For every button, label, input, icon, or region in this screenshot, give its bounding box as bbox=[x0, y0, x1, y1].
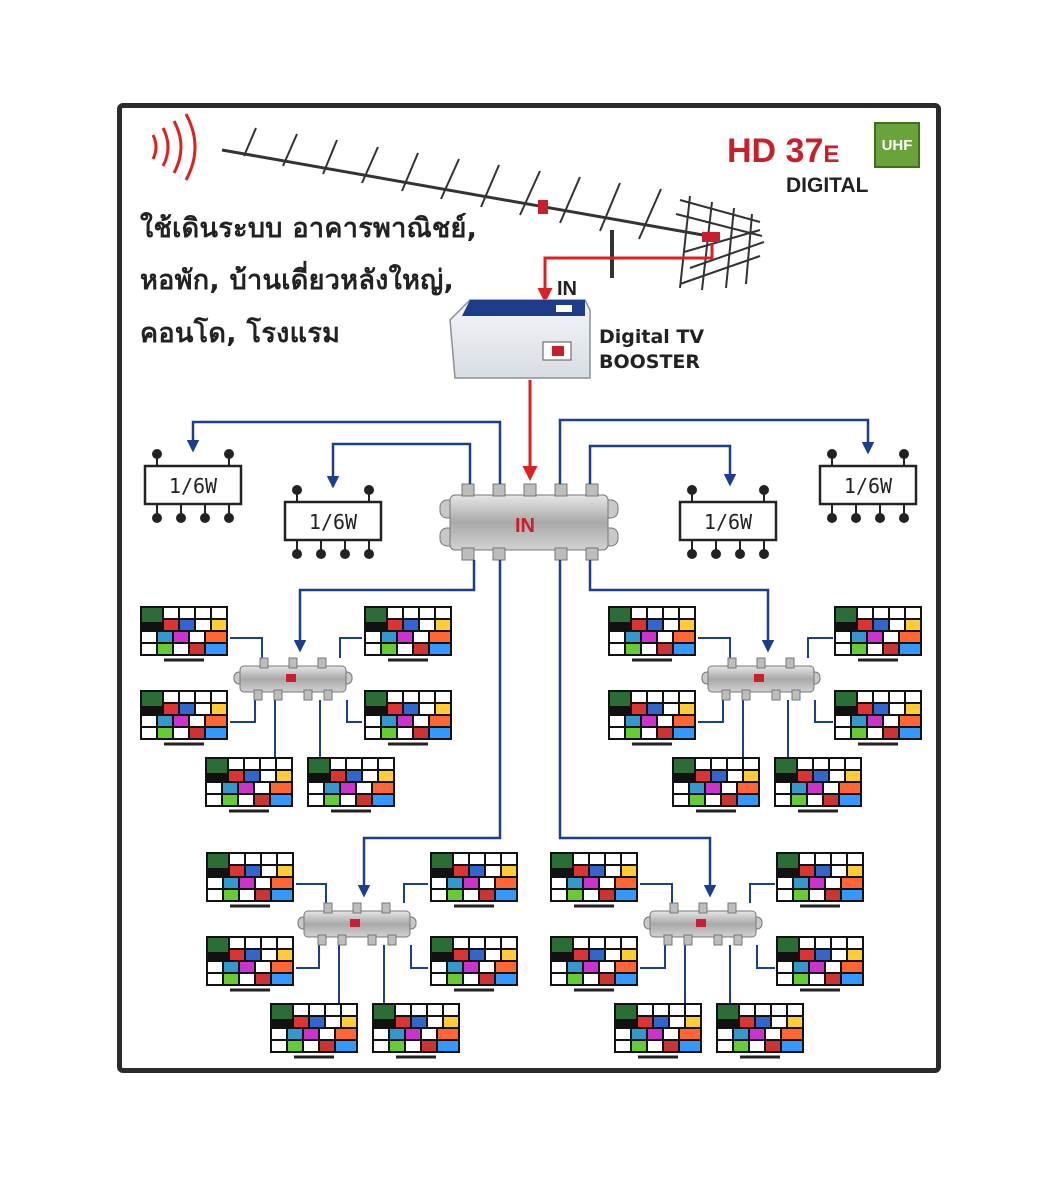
splitter-feed-cables bbox=[293, 560, 775, 898]
tv-13 bbox=[204, 850, 296, 908]
tv-9 bbox=[606, 688, 698, 746]
tv-2 bbox=[362, 604, 454, 662]
diagram-frame bbox=[117, 103, 941, 1073]
tv-22 bbox=[774, 934, 866, 992]
booster-amplifier bbox=[449, 299, 591, 379]
heading-line-2: หอพัก, บ้านเดี่ยวหลังใหญ่, bbox=[140, 265, 455, 296]
tv-8 bbox=[832, 604, 924, 662]
tv-10 bbox=[832, 688, 924, 746]
tv-6 bbox=[305, 755, 397, 813]
tv-21 bbox=[548, 934, 640, 992]
tv-17 bbox=[268, 1001, 360, 1059]
svg-text:1/6W: 1/6W bbox=[844, 474, 893, 498]
svg-text:1/6W: 1/6W bbox=[704, 510, 753, 534]
sub-splitter-4 bbox=[643, 902, 763, 946]
tv-24 bbox=[714, 1001, 806, 1059]
main-splitter: IN bbox=[439, 483, 619, 561]
main-splitter-label: IN bbox=[515, 515, 535, 537]
tv-5 bbox=[203, 755, 295, 813]
tap-4: 1/6W bbox=[818, 447, 918, 525]
sub-splitter-1 bbox=[233, 657, 353, 701]
sub-splitter-2 bbox=[701, 657, 821, 701]
tv-19 bbox=[548, 850, 640, 908]
tv-15 bbox=[204, 934, 296, 992]
tv-11 bbox=[670, 755, 762, 813]
heading-line-3: คอนโด, โรงแรม bbox=[140, 318, 341, 349]
sub-splitter-3 bbox=[297, 902, 417, 946]
tv-3 bbox=[138, 688, 230, 746]
tv-23 bbox=[612, 1001, 704, 1059]
tv-18 bbox=[370, 1001, 462, 1059]
booster-name-line-2: BOOSTER bbox=[599, 351, 701, 373]
tv-20 bbox=[774, 850, 866, 908]
antenna-icon bbox=[221, 127, 765, 291]
product-type: DIGITAL bbox=[786, 174, 869, 197]
tv-drop-cables bbox=[230, 637, 833, 1005]
tap-1: 1/6W bbox=[143, 447, 243, 525]
tv-7 bbox=[606, 604, 698, 662]
heading-line-1: ใช้เดินระบบ อาคารพาณิชย์, bbox=[140, 213, 478, 244]
tv-12 bbox=[772, 755, 864, 813]
tv-16 bbox=[428, 934, 520, 992]
tv-1 bbox=[138, 604, 230, 662]
tap-3: 1/6W bbox=[678, 483, 778, 561]
tv-4 bbox=[362, 688, 454, 746]
tap-feed-cables bbox=[186, 418, 875, 489]
uhf-badge: UHF bbox=[874, 122, 920, 168]
antenna-feed-cable bbox=[537, 244, 714, 303]
tv-14 bbox=[428, 850, 520, 908]
booster-input-label: IN bbox=[557, 278, 577, 300]
product-model: HD 37E bbox=[727, 132, 840, 170]
svg-text:1/6W: 1/6W bbox=[169, 474, 218, 498]
signal-waves-icon bbox=[151, 113, 197, 181]
svg-text:1/6W: 1/6W bbox=[309, 510, 358, 534]
tap-2: 1/6W bbox=[283, 483, 383, 561]
booster-name-line-1: Digital TV bbox=[599, 326, 705, 348]
